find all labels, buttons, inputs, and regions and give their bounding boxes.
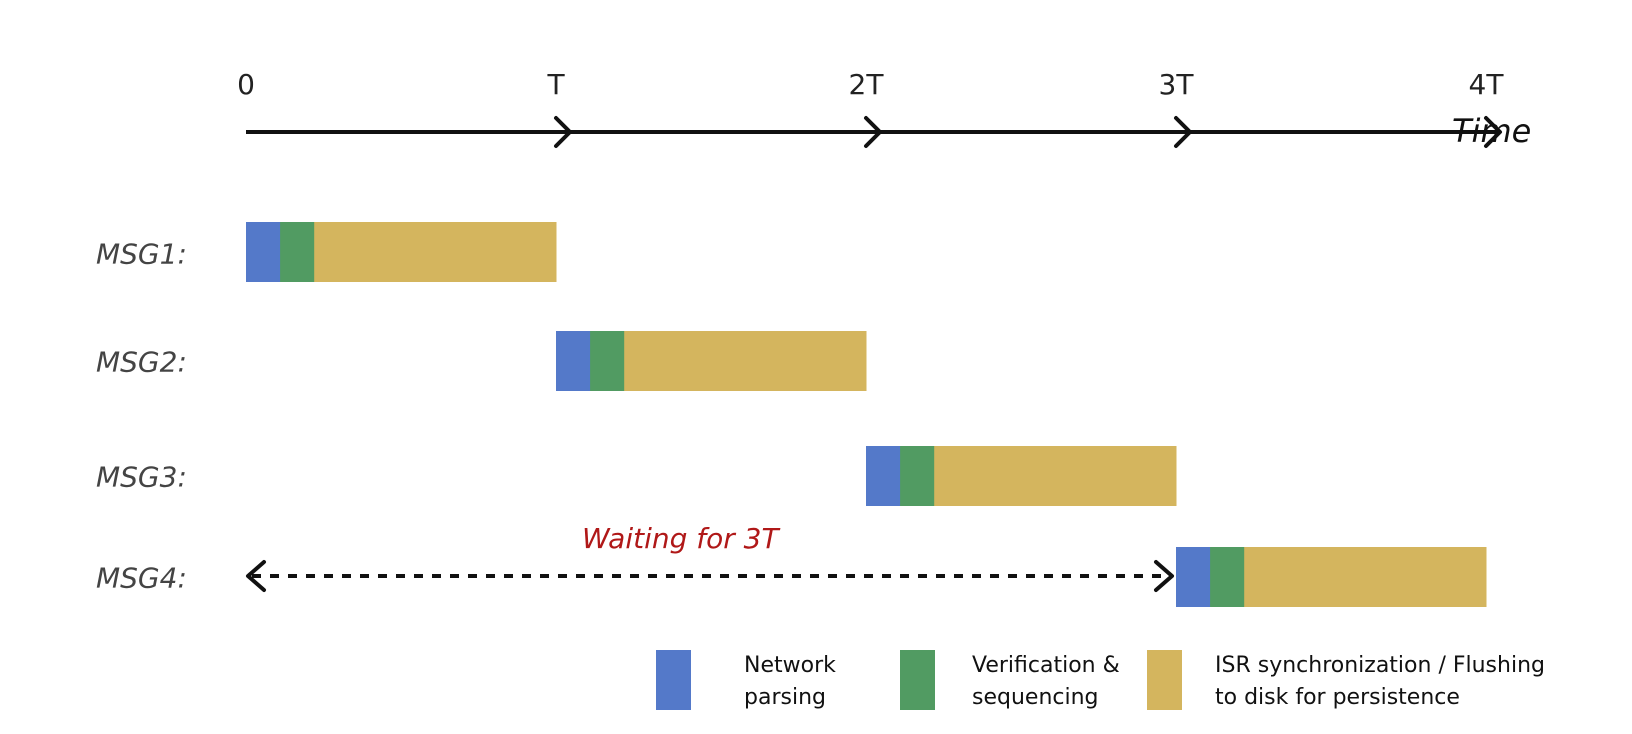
bar-segment-verification-msg4 bbox=[1210, 547, 1245, 607]
waiting-arrowhead-left bbox=[246, 560, 266, 592]
tick-label-0: 0 bbox=[237, 68, 255, 101]
axis-arrowhead bbox=[864, 116, 882, 148]
legend-label-network: Network parsing bbox=[744, 653, 836, 710]
axis-title: Time bbox=[1452, 112, 1532, 150]
legend-swatch-isr bbox=[1147, 650, 1182, 710]
time-axis bbox=[246, 116, 1502, 148]
legend-item-isr: ISR synchronization / Flushing to disk f… bbox=[1147, 650, 1545, 714]
bar-segment-isr-msg1 bbox=[314, 222, 557, 282]
row-label-msg2: MSG2: bbox=[96, 345, 187, 379]
tick-label-2t: 2T bbox=[848, 68, 884, 101]
legend-item-verification: Verification & sequencing bbox=[900, 650, 1120, 714]
tick-label-4t: 4T bbox=[1468, 68, 1504, 101]
message-bars bbox=[246, 222, 1487, 607]
tick-label-t: T bbox=[547, 68, 565, 101]
axis-arrowhead bbox=[1174, 116, 1192, 148]
axis-arrowhead bbox=[1484, 116, 1502, 148]
bar-segment-network-msg1 bbox=[246, 222, 281, 282]
bar-segment-network-msg2 bbox=[556, 331, 591, 391]
bar-segment-network-msg4 bbox=[1176, 547, 1211, 607]
legend-label-isr: ISR synchronization / Flushing to disk f… bbox=[1215, 653, 1545, 710]
waiting-arrow bbox=[246, 560, 1174, 592]
row-label-msg3: MSG3: bbox=[96, 460, 187, 494]
row-label-msg1: MSG1: bbox=[96, 237, 187, 271]
bar-segment-verification-msg2 bbox=[590, 331, 625, 391]
axis-arrowhead bbox=[554, 116, 572, 148]
legend-label-verification: Verification & sequencing bbox=[972, 653, 1120, 710]
legend-swatch-network bbox=[656, 650, 691, 710]
waiting-arrowhead-right bbox=[1154, 560, 1174, 592]
bar-segment-verification-msg3 bbox=[900, 446, 935, 506]
legend-swatch-verification bbox=[900, 650, 935, 710]
bar-segment-verification-msg1 bbox=[280, 222, 315, 282]
bar-segment-isr-msg3 bbox=[934, 446, 1177, 506]
bar-segment-network-msg3 bbox=[866, 446, 901, 506]
waiting-label: Waiting for 3T bbox=[582, 522, 779, 555]
tick-label-3t: 3T bbox=[1158, 68, 1194, 101]
row-label-msg4: MSG4: bbox=[96, 561, 187, 595]
legend-item-network: Network parsing bbox=[656, 650, 836, 714]
bar-segment-isr-msg4 bbox=[1244, 547, 1487, 607]
bar-segment-isr-msg2 bbox=[624, 331, 867, 391]
